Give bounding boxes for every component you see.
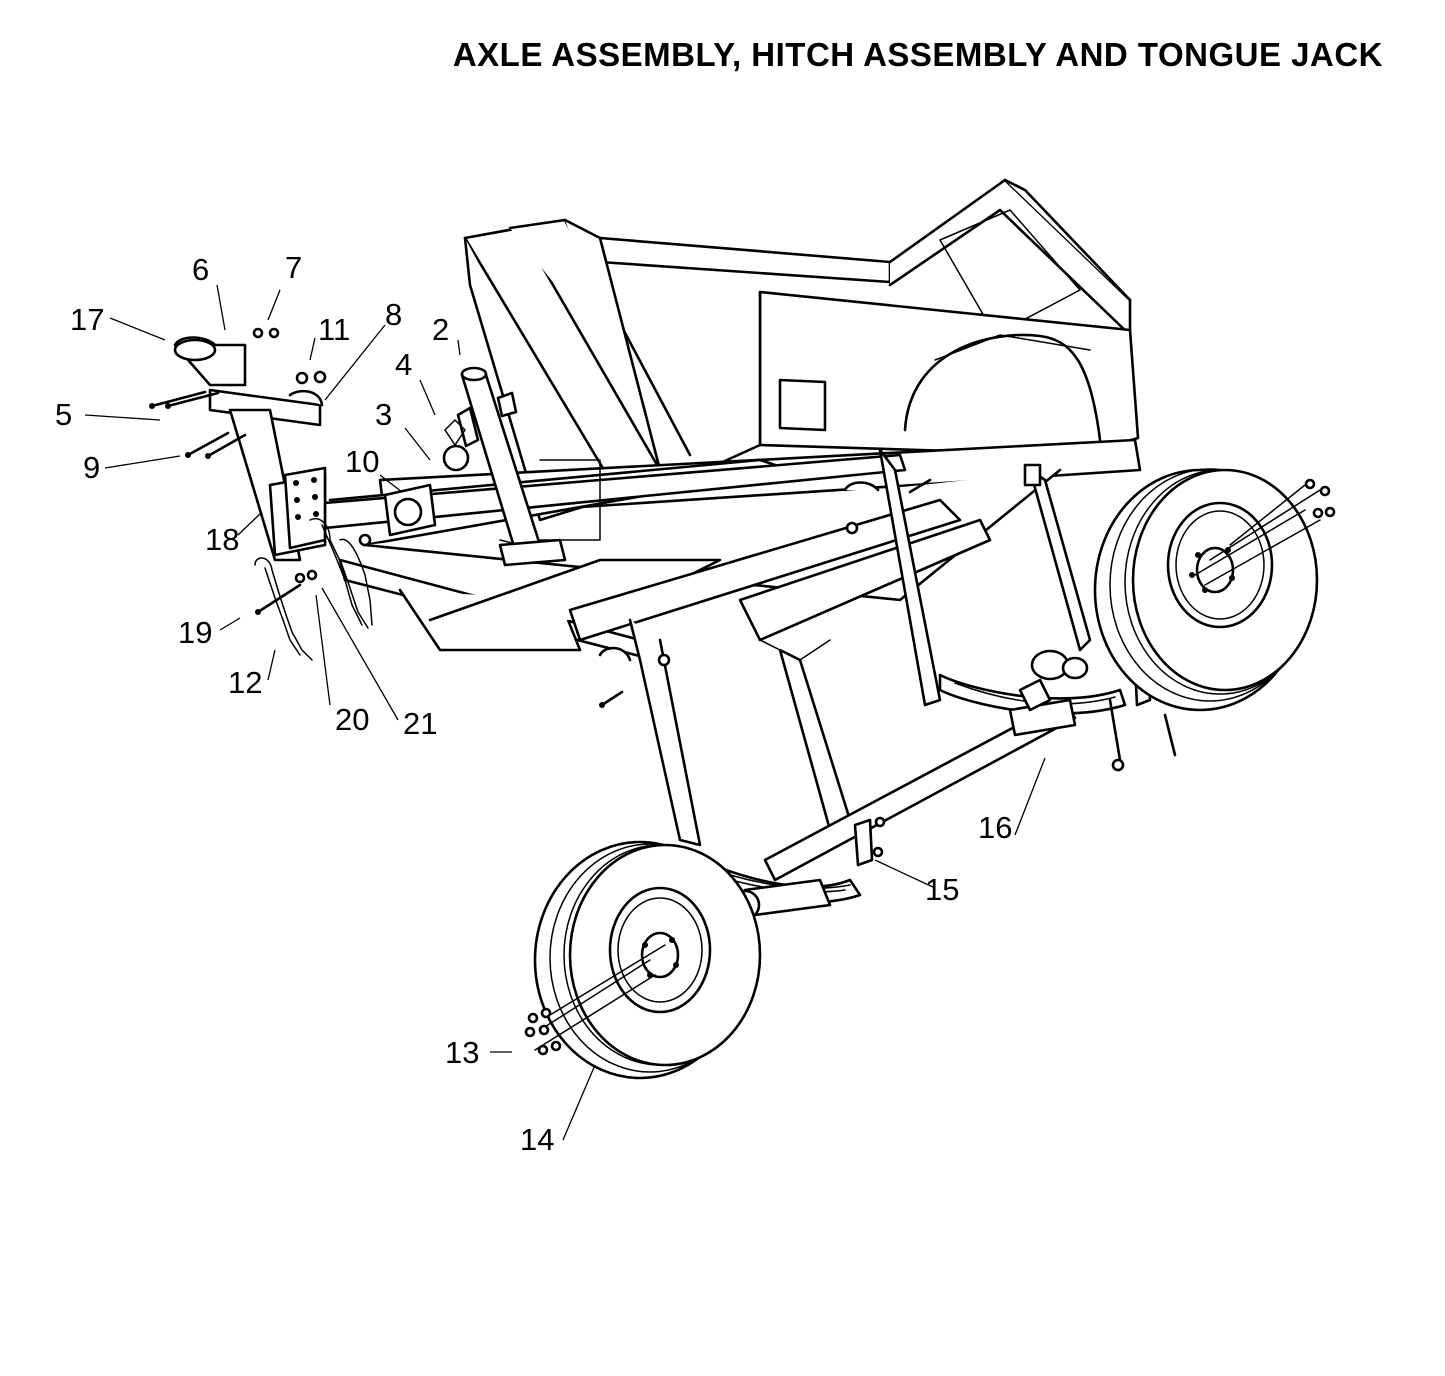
callout-17: 17 [70, 302, 104, 337]
callout-8: 8 [385, 297, 402, 332]
page-title: AXLE ASSEMBLY, HITCH ASSEMBLY AND TONGUE… [452, 36, 1383, 73]
trailer-body [298, 178, 1142, 847]
callout-16: 16 [978, 810, 1012, 845]
axle-assembly [688, 649, 1177, 921]
hitch-hardware [149, 327, 327, 459]
callout-11: 11 [318, 312, 350, 347]
callout-5: 5 [55, 397, 72, 432]
callout-10: 10 [345, 444, 379, 479]
jack-pin [442, 444, 470, 472]
safety-chains [254, 518, 373, 661]
wheel-left [524, 840, 762, 1080]
callout-labels: 2 3 4 5 6 7 8 9 10 11 12 13 14 15 16 17 … [55, 250, 1012, 1157]
hitch-assembly [173, 336, 470, 562]
axle-tube [763, 698, 1077, 882]
callout-leaders [84, 284, 1046, 1141]
tongue-jack [456, 366, 567, 567]
callout-6: 6 [192, 252, 209, 287]
callout-20: 20 [335, 702, 369, 737]
callout-9: 9 [83, 450, 100, 485]
callout-4: 4 [395, 347, 412, 382]
callout-14: 14 [520, 1122, 554, 1157]
callout-13: 13 [445, 1035, 479, 1070]
callout-15: 15 [925, 872, 959, 907]
wheel-right [1093, 468, 1336, 712]
callout-21: 21 [403, 706, 437, 741]
callout-12: 12 [228, 665, 262, 700]
callout-2: 2 [432, 312, 449, 347]
callout-7: 7 [285, 250, 302, 285]
callout-19: 19 [178, 615, 212, 650]
callout-18: 18 [205, 522, 239, 557]
frame-hardware [598, 463, 1042, 708]
callout-3: 3 [375, 397, 392, 432]
